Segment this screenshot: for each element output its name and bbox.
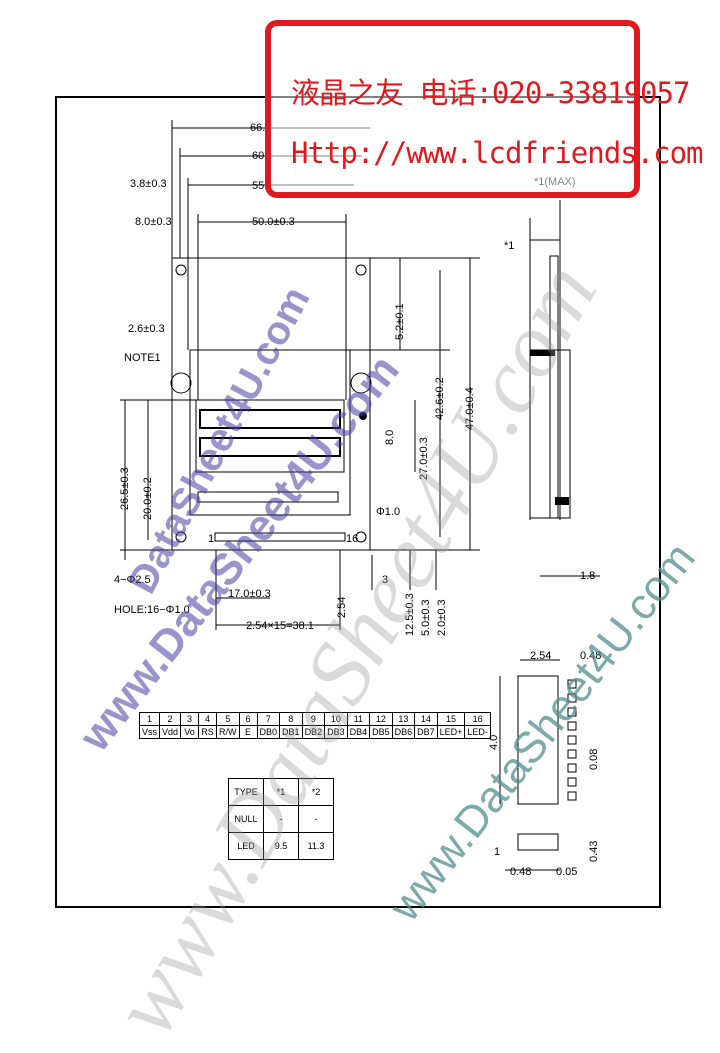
conn-0-43: 0.43: [588, 840, 600, 862]
type-cell: 11.3: [298, 832, 334, 860]
holes-label: 4−Φ2.5: [114, 574, 151, 586]
viewing-area: [195, 399, 345, 473]
type-row: NULL - -: [228, 805, 334, 833]
pin-name: LED-: [464, 725, 491, 739]
dim-width-55: 55.: [252, 180, 268, 192]
pin-name: Vss: [138, 725, 161, 739]
dim-height-26-5: 26.5±0.3: [119, 467, 131, 510]
type-cell: -: [298, 805, 334, 833]
pin-number: 3: [180, 712, 200, 726]
conn-2-54: 2.54: [530, 650, 552, 662]
dim-width-50: 50.0±0.3: [252, 216, 295, 228]
pin-number: 13: [391, 712, 416, 726]
dim-2-6: 2.6±0.3: [128, 323, 165, 335]
pin-number: 16: [464, 712, 491, 726]
module-outline: [171, 257, 371, 551]
bezel-outline: [189, 349, 351, 516]
dim-1-8: 1.8: [580, 570, 596, 582]
type-header-row: TYPE *1 *2: [228, 778, 334, 806]
dim-width-60: 60.: [252, 150, 268, 162]
dim-star1: *1: [504, 240, 515, 252]
pin-number: 2: [159, 712, 182, 726]
pin-number: 4: [198, 712, 218, 726]
pin-name: DB5: [369, 725, 393, 739]
note1-label: NOTE1: [124, 352, 161, 364]
pin-number: 14: [414, 712, 438, 726]
pin-table: 1 2 3 4 5 6 7 8 9 10 11 12 13 14 15 16 V…: [138, 712, 491, 739]
banner-url-line[interactable]: Http://www.lcdfriends.com: [291, 136, 703, 170]
conn-0-48b: 0.48: [510, 866, 532, 878]
type-table: TYPE *1 *2 NULL - - LED 9.5 11.3: [228, 778, 334, 860]
pin-16-label: 16: [346, 533, 359, 545]
type-row: LED 9.5 11.3: [228, 832, 334, 860]
banner-phone-line: 液晶之友 电话:020-33819057: [291, 76, 690, 110]
hole-16-label: HOLE:16−Φ1.0: [114, 604, 190, 616]
dim-8-0: 8.0±0.3: [135, 216, 172, 228]
pin-name: R/W: [216, 725, 240, 739]
pin-name: LED+: [436, 725, 466, 739]
pin-name: DB7: [414, 725, 438, 739]
pin-number: 5: [216, 712, 240, 726]
pin-name: Vo: [180, 725, 200, 739]
dim-width-66: 66.: [250, 122, 266, 134]
conn-0-05: 0.05: [556, 866, 578, 878]
type-cell: NULL: [228, 805, 264, 833]
pin-name: E: [238, 725, 258, 739]
dim-pitch: 2.54×15=38.1: [246, 620, 314, 632]
conn-1: 1: [494, 846, 501, 858]
conn-0-08: 0.08: [588, 748, 600, 770]
contact-banner: 液晶之友 电话:020-33819057 Http://www.lcdfrien…: [265, 20, 703, 198]
type-header-cell: *2: [298, 778, 334, 806]
pin-name: DB6: [391, 725, 416, 739]
type-cell: 9.5: [263, 832, 299, 860]
dim-3: 3: [382, 574, 389, 586]
dim-height-20-0: 20.0±0.2: [142, 477, 154, 520]
pin-name: DB2: [301, 725, 326, 739]
dim-17-0: 17.0±0.3: [228, 588, 271, 600]
pin-name-row: Vss Vdd Vo RS R/W E DB0 DB1 DB2 DB3 DB4 …: [138, 725, 491, 739]
pin-name: RS: [198, 725, 218, 739]
type-header-cell: *1: [263, 778, 299, 806]
mechanical-drawing: [120, 120, 600, 871]
pin-number-row: 1 2 3 4 5 6 7 8 9 10 11 12 13 14 15 16: [138, 712, 491, 726]
pin-number: 15: [436, 712, 466, 726]
dim-height-8-0: 8.0: [384, 429, 396, 445]
pin-name: Vdd: [159, 725, 182, 739]
dim-phi-1-0: Φ1.0: [376, 506, 401, 518]
dim-height-5-2: 5.2±0.1: [394, 303, 406, 340]
conn-0-48: 0.48: [580, 650, 602, 662]
pin-1-label: 1: [208, 533, 215, 545]
dim-3-8: 3.8±0.3: [130, 178, 167, 190]
